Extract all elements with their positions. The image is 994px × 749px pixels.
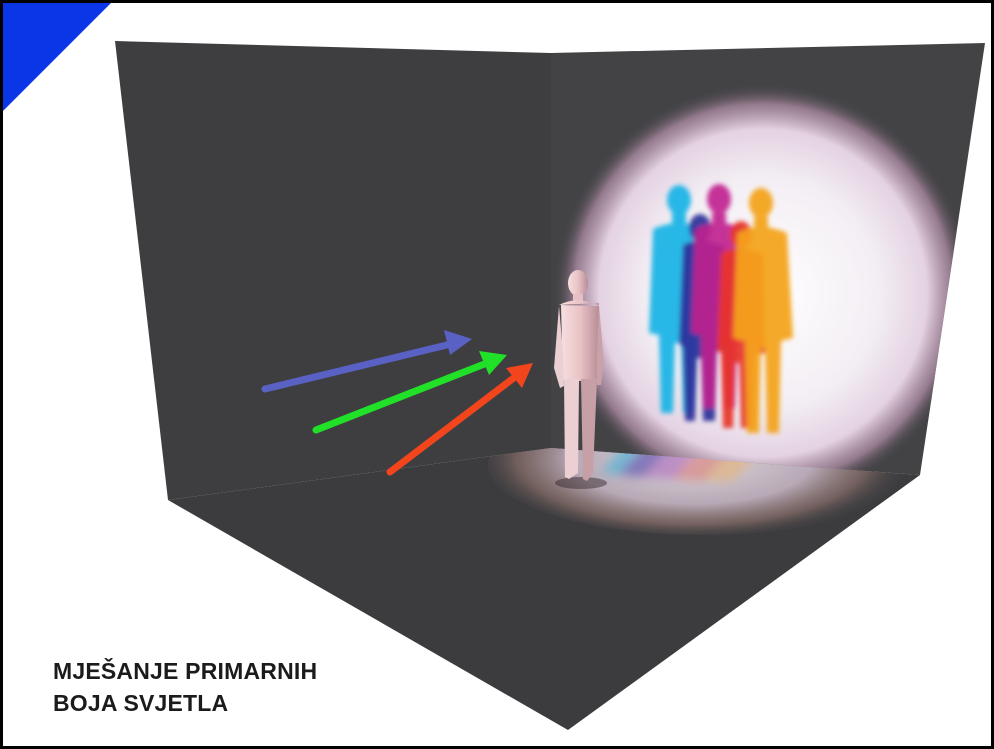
room-diagram xyxy=(3,3,994,749)
left-wall xyxy=(115,41,551,500)
caption-line-1: MJEŠANJE PRIMARNIH xyxy=(53,655,317,687)
slide-caption: MJEŠANJE PRIMARNIH BOJA SVJETLA xyxy=(53,655,317,719)
caption-line-2: BOJA SVJETLA xyxy=(53,687,317,719)
